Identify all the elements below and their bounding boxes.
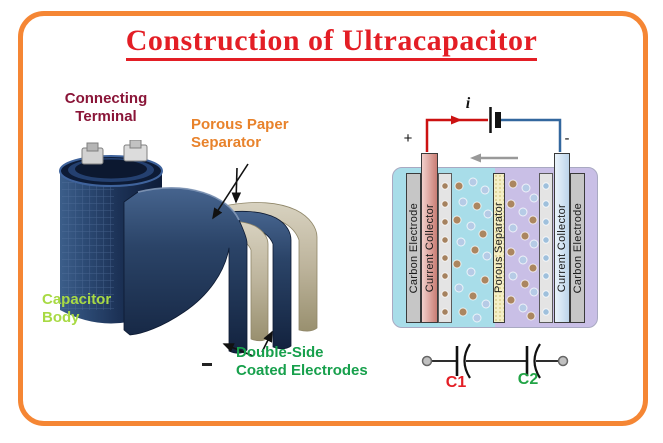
border-frame — [18, 11, 648, 426]
bar-porous-electrode-left — [438, 173, 452, 323]
label-double-side-coated-electrodes: Double-Side Coated Electrodes — [236, 344, 368, 380]
battery-symbol — [489, 107, 501, 133]
unrolled-electrode-sheets — [123, 187, 318, 354]
equivalent-circuit — [421, 343, 569, 379]
negative-polarity-dash — [202, 363, 212, 366]
label-porous-paper-separator: Porous Paper Separator — [191, 116, 289, 152]
bar-carbon-electrode-right: Carbon Electrode — [570, 173, 585, 323]
capacitor-c1-label: C1 — [445, 374, 467, 391]
bar-label: Current Collector — [556, 203, 568, 293]
cell-cross-section: Carbon Electrode Current Collector Porou… — [392, 153, 598, 328]
label-capacitor-body: Capacitor Body — [42, 291, 112, 327]
right-terminal-node — [557, 355, 569, 367]
positive-wire — [425, 118, 488, 152]
bar-porous-separator: Porous Separator — [493, 173, 505, 323]
minus-terminal-label: - — [564, 130, 570, 147]
bar-label: Carbon Electrode — [571, 202, 584, 294]
bar-current-collector-positive: Current Collector — [421, 153, 438, 323]
bar-label: Current Collector — [423, 203, 436, 293]
capacitor-illustration — [59, 140, 318, 366]
c2-curved-plate — [533, 343, 541, 379]
terminal-clips — [81, 140, 148, 165]
negative-wire — [501, 118, 562, 152]
page-title: Construction of Ultracapacitor — [0, 24, 663, 61]
annotation-arrows — [212, 163, 273, 357]
current-label: i — [465, 95, 471, 112]
c1-curved-plate — [463, 343, 471, 379]
ion-flow-arrow — [470, 153, 518, 163]
left-terminal-node — [421, 355, 433, 367]
capacitor-c2-label: C2 — [517, 371, 539, 388]
circuit-wiring — [425, 107, 562, 163]
current-direction-arrow — [451, 115, 462, 125]
bar-label: Carbon Electrode — [407, 202, 420, 294]
bar-current-collector-negative: Current Collector — [554, 153, 570, 323]
bar-porous-electrode-right — [539, 173, 553, 323]
plus-terminal-label: + — [403, 130, 413, 147]
bar-label: Porous Separator — [493, 202, 505, 294]
label-connecting-terminal: Connecting Terminal — [64, 90, 148, 126]
bar-carbon-electrode-left: Carbon Electrode — [406, 173, 421, 323]
